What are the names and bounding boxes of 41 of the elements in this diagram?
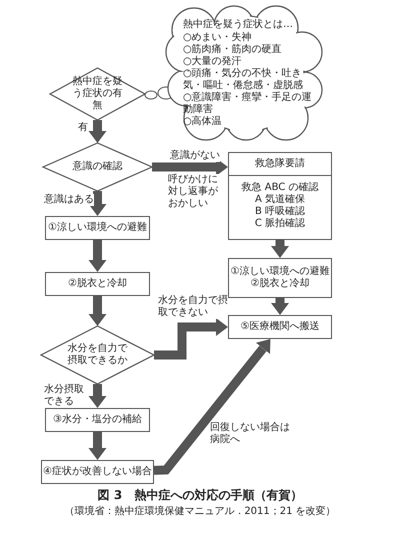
arrow [154, 339, 270, 475]
arrow [88, 296, 106, 326]
arrow [88, 384, 106, 408]
node-text: 意識の確認 [72, 161, 122, 173]
panel-heading: 救急隊要請 [229, 153, 331, 176]
node-text: A 気道確保 [254, 194, 306, 206]
node-text: ①涼しい環境への避難 [230, 266, 330, 278]
edge-note: 呼びかけに対し返事がおかしい [168, 174, 220, 210]
arrow [88, 120, 106, 143]
arrow [154, 318, 228, 360]
process-box [45, 216, 150, 240]
edge-label: 水分を自力で摂取できない [158, 295, 228, 319]
node-text: ②脱衣と冷却 [250, 278, 310, 290]
node-text: C 脈拍確認 [254, 218, 306, 230]
process-box [228, 152, 332, 240]
process-box [228, 258, 332, 298]
process-box [45, 272, 150, 296]
node-text: 熱中症を疑う症状の有無 [72, 76, 124, 112]
arrow [88, 240, 106, 272]
arrow [271, 298, 289, 315]
node-text: ②脱衣と冷却 [68, 278, 127, 290]
process-box [41, 460, 154, 484]
edge-label: 意識はある [44, 194, 94, 206]
decision-diamond [43, 143, 152, 191]
edge-label: 有 [78, 122, 88, 134]
node-text: B 呼吸確認 [254, 206, 306, 218]
arrow [271, 240, 289, 258]
process-box [45, 408, 150, 432]
node-text: 救急 ABC の確認 [242, 182, 318, 194]
node-text: ④症状が改善しない場合 [43, 466, 152, 478]
edge-label: 意識がない [170, 150, 220, 162]
edge-label: 回復しない場合は病院へ [210, 422, 290, 446]
node-text: ①涼しい環境への避難 [48, 222, 147, 234]
arrow [88, 191, 106, 216]
decision-diamond [41, 326, 154, 384]
node-text: ⑤医療機関へ搬送 [240, 321, 320, 333]
node-text: ③水分・塩分の補給 [53, 414, 142, 426]
decision-diamond [50, 68, 145, 120]
process-box [228, 315, 332, 339]
node-text: 水分を自力で摂取できるか [66, 343, 128, 367]
arrow [88, 432, 106, 460]
